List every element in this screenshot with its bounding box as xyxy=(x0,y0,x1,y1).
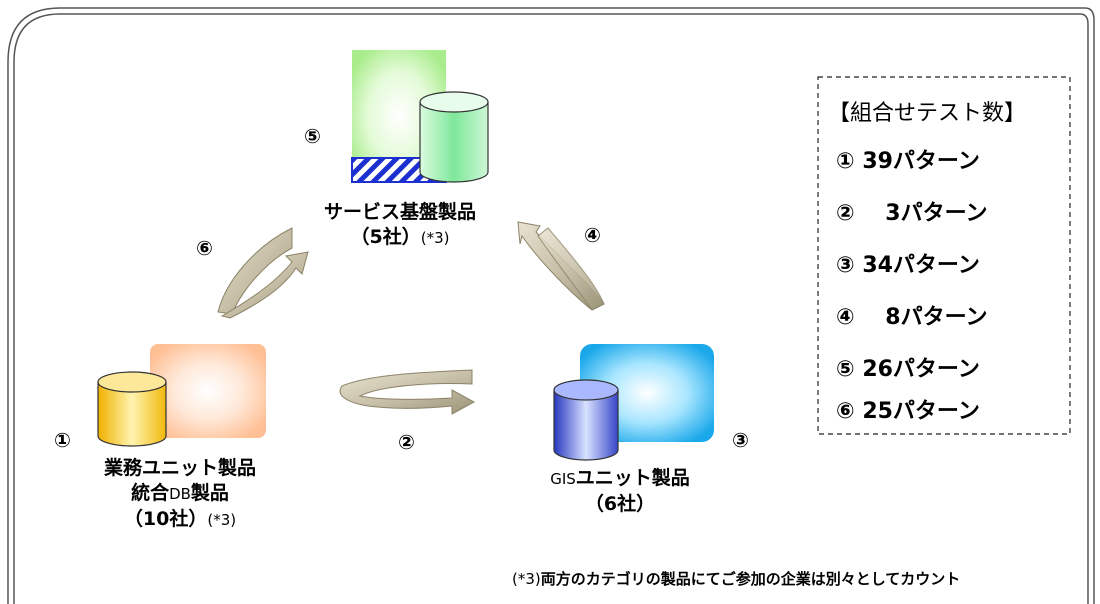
legend-row-2-text: 3パターン xyxy=(885,201,988,226)
legend-title: 【組合せテスト数】 xyxy=(828,101,1027,126)
footnote-text: 両方のカテゴリの製品にてご参加の企業は別々としてカウント xyxy=(540,570,961,588)
legend-row-3-marker: ③ xyxy=(836,253,855,278)
arrow-service-business xyxy=(217,227,309,319)
edge-marker-4: ④ xyxy=(584,223,601,247)
legend: 【組合せテスト数】 ① 39パターン ② 3パターン ③ 34パターン ④ 8パ… xyxy=(818,77,1070,434)
service-note: (*3) xyxy=(420,229,450,247)
business-marker: ① xyxy=(54,428,71,452)
business-name-line2: 統合DB製品 xyxy=(80,481,280,507)
legend-row-5: ⑤ 26パターン xyxy=(836,351,980,383)
legend-row-5-marker: ⑤ xyxy=(836,357,855,382)
service-label: サービス基盤製品 （5社）(*3) xyxy=(300,200,500,251)
edge-marker-6: ⑥ xyxy=(196,236,213,260)
legend-row-4-text: 8パターン xyxy=(885,305,988,330)
service-marker: ⑤ xyxy=(304,124,321,148)
business-count: （10社） xyxy=(123,508,208,530)
business-count-line: （10社）(*3) xyxy=(80,507,280,533)
legend-row-4: ④ 8パターン xyxy=(836,299,988,331)
business-name-suffix: 製品 xyxy=(190,482,229,504)
gis-count: （6社） xyxy=(584,493,656,515)
arrow-gis-service xyxy=(517,221,605,311)
business-note: (*3) xyxy=(207,511,237,529)
legend-row-3-text: 34パターン xyxy=(862,253,980,278)
legend-row-2: ② 3パターン xyxy=(836,195,988,227)
service-count: （5社） xyxy=(350,226,421,248)
business-label: 業務ユニット製品 統合DB製品 （10社）(*3) xyxy=(80,456,280,533)
outer-frame xyxy=(7,7,1095,604)
legend-box xyxy=(817,76,1071,435)
legend-row-6: ⑥ 25パターン xyxy=(836,393,980,425)
legend-row-1-text: 39パターン xyxy=(862,149,980,174)
legend-row-6-text: 25パターン xyxy=(862,399,980,424)
arrow-business-gis xyxy=(339,369,476,415)
legend-row-6-marker: ⑥ xyxy=(836,399,855,424)
gis-label: GISユニット製品 （6社） xyxy=(520,466,720,517)
legend-row-2-marker: ② xyxy=(836,201,855,226)
database-cylinder-icon xyxy=(419,91,489,183)
business-name-prefix: 統合 xyxy=(131,482,170,504)
legend-row-3: ③ 34パターン xyxy=(836,247,980,279)
service-count-line: （5社）(*3) xyxy=(300,225,500,251)
database-cylinder-icon xyxy=(97,371,167,447)
legend-row-5-text: 26パターン xyxy=(862,357,980,382)
gis-node-graphic xyxy=(553,344,714,461)
business-name-line1: 業務ユニット製品 xyxy=(103,457,256,479)
gis-name-suffix: ユニット製品 xyxy=(575,467,690,489)
legend-row-4-marker: ④ xyxy=(836,305,855,330)
database-cylinder-icon xyxy=(553,379,619,461)
footnote: (*3)両方のカテゴリの製品にてご参加の企業は別々としてカウント xyxy=(512,572,960,587)
gis-name-prefix: GIS xyxy=(550,470,576,488)
service-node-graphic xyxy=(351,50,489,183)
edge-marker-2: ② xyxy=(398,430,415,454)
legend-row-1: ① 39パターン xyxy=(836,143,980,175)
service-name: サービス基盤製品 xyxy=(323,201,476,223)
business-name-db: DB xyxy=(169,485,191,503)
legend-row-1-marker: ① xyxy=(836,149,855,174)
gis-name: GISユニット製品 xyxy=(520,466,720,492)
business-node-graphic xyxy=(97,344,266,447)
gis-marker: ③ xyxy=(732,428,749,452)
footnote-mark: (*3) xyxy=(512,570,541,588)
